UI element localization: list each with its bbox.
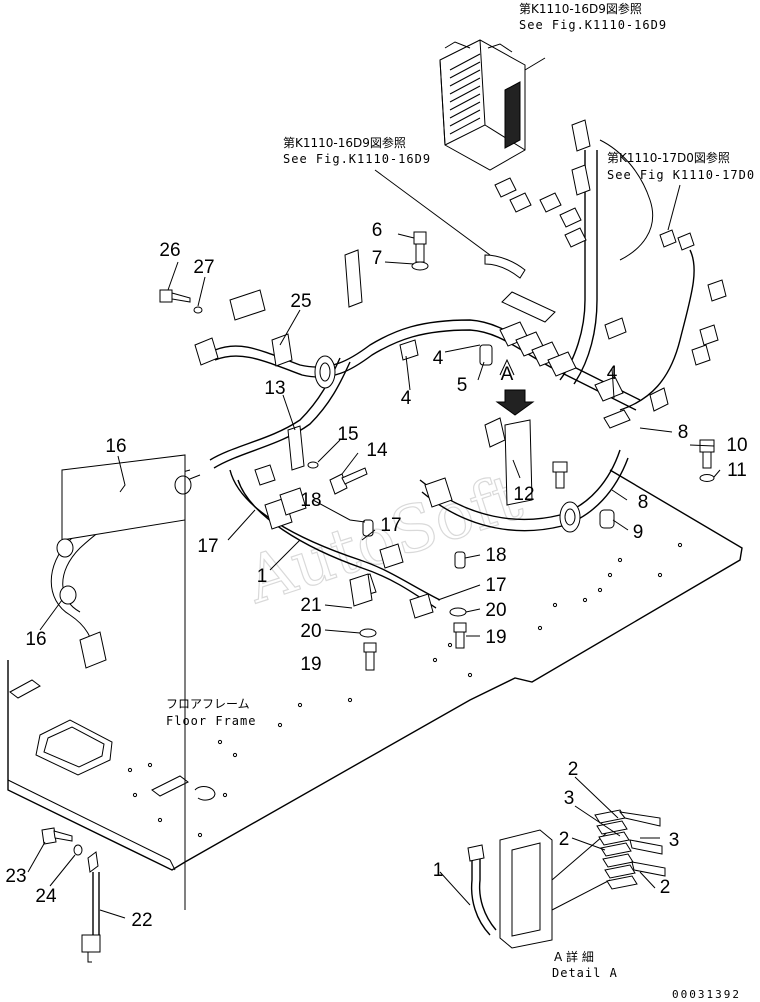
callout-4b: 4: [401, 388, 412, 409]
detail-a-jp: A 詳 細: [554, 949, 594, 964]
callout-24: 24: [35, 886, 57, 907]
floor-frame-en: Floor Frame: [166, 714, 256, 728]
ref-right-en: See Fig K1110-17D0: [607, 168, 755, 182]
detail-callout-3a: 3: [564, 788, 575, 809]
ref-top-en: See Fig.K1110-16D9: [519, 18, 667, 32]
floor-frame-jp: フロアフレーム: [166, 697, 250, 711]
callout-18b: 18: [485, 545, 506, 566]
callout-numbers: 26 27 25 6 7 4 4 4 5 13 15 14 16 16 18 1…: [5, 220, 747, 931]
detail-callout-1: 1: [433, 860, 444, 881]
detail-a-en: Detail A: [552, 966, 618, 980]
callout-19a: 19: [300, 654, 321, 675]
reference-labels: 第K1110-16D9図参照 See Fig.K1110-16D9 第K1110…: [166, 1, 755, 1001]
callout-16a: 16: [105, 436, 126, 457]
callout-17b: 17: [197, 536, 218, 557]
connectors: [79, 119, 727, 669]
callout-19b: 19: [485, 627, 506, 648]
callout-20a: 20: [300, 621, 321, 642]
detail-callout-2c: 2: [660, 877, 671, 898]
ref-mid-jp: 第K1110-16D9図参照: [283, 135, 406, 150]
callout-27: 27: [193, 257, 214, 278]
callout-8b: 8: [638, 492, 649, 513]
callout-1: 1: [257, 566, 268, 587]
fasteners: [41, 231, 715, 963]
callout-22: 22: [131, 910, 152, 931]
serial-number: 00031392: [672, 988, 741, 1001]
leader-controller: [524, 57, 546, 71]
callout-12: 12: [513, 484, 534, 505]
ref-right-jp: 第K1110-17D0図参照: [607, 150, 730, 165]
detail-callout-2a: 2: [568, 759, 579, 780]
callout-14: 14: [366, 440, 388, 461]
callout-17a: 17: [380, 515, 401, 536]
clamps: [271, 333, 631, 569]
callout-8a: 8: [678, 422, 689, 443]
view-arrow-a: [495, 358, 535, 416]
callout-21: 21: [300, 595, 321, 616]
callout-23: 23: [5, 866, 26, 887]
detail-callout-3b: 3: [669, 830, 680, 851]
leader-ref-right: [667, 184, 681, 231]
callout-20b: 20: [485, 600, 506, 621]
callout-7: 7: [372, 248, 383, 269]
grommets: [56, 355, 581, 605]
callout-17c: 17: [485, 575, 506, 596]
protective-sleeve: [61, 454, 186, 541]
leader-ref-mid: [374, 169, 491, 256]
callout-26: 26: [159, 240, 180, 261]
callout-25: 25: [290, 291, 311, 312]
detail-a-view: [439, 776, 666, 949]
detail-callout-2b: 2: [559, 829, 570, 850]
callout-13: 13: [264, 378, 285, 399]
callout-18a: 18: [300, 490, 321, 511]
ref-mid-en: See Fig.K1110-16D9: [283, 152, 431, 166]
callout-16b: 16: [25, 629, 46, 650]
callout-5: 5: [457, 375, 468, 396]
controller-unit: [439, 39, 526, 171]
callout-6: 6: [372, 220, 383, 241]
callout-4c: 4: [607, 363, 618, 384]
callout-9: 9: [633, 522, 644, 543]
callout-4a: 4: [433, 348, 444, 369]
floor-frame-plate: [7, 469, 743, 871]
callout-15: 15: [337, 424, 358, 445]
callout-11: 11: [727, 460, 747, 481]
ref-top-jp: 第K1110-16D9図参照: [519, 1, 642, 16]
callout-10: 10: [726, 435, 747, 456]
view-letter-a: A: [501, 364, 514, 385]
callout-leaders: [27, 233, 721, 919]
